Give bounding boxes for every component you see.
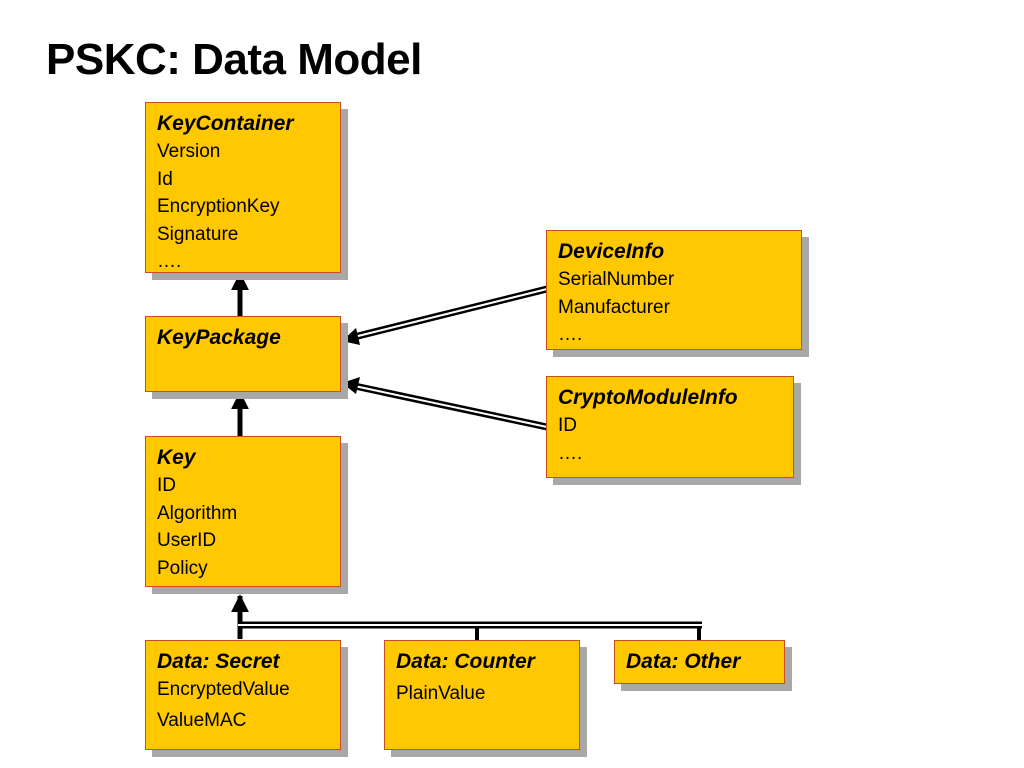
data-other-box: Data: Other bbox=[614, 640, 785, 684]
data-counter-box: Data: Counter PlainValue bbox=[384, 640, 580, 750]
deviceinfo-field-ellipsis: …. bbox=[558, 324, 583, 345]
data-secret-field-encryptedvalue: EncryptedValue bbox=[157, 679, 290, 700]
keycontainer-box: KeyContainer Version Id EncryptionKey Si… bbox=[145, 102, 341, 273]
keycontainer-field-encryptionkey: EncryptionKey bbox=[157, 196, 280, 217]
keycontainer-field-version: Version bbox=[157, 141, 221, 162]
deviceinfo-field-manufacturer: Manufacturer bbox=[558, 296, 670, 318]
deviceinfo-to-keypackage-arrow bbox=[342, 285, 548, 345]
cryptomoduleinfo-field-id: ID bbox=[558, 415, 577, 436]
deviceinfo-field-serialnumber: SerialNumber bbox=[558, 269, 675, 290]
deviceinfo-box: DeviceInfo SerialNumber Manufacturer …. bbox=[546, 230, 802, 350]
page-title: PSKC: Data Model bbox=[46, 35, 422, 84]
keycontainer-field-signature: Signature bbox=[157, 223, 239, 245]
cryptomoduleinfo-to-keypackage-arrow bbox=[342, 377, 548, 431]
keypackage-box: KeyPackage bbox=[145, 316, 341, 392]
keypackage-title: KeyPackage bbox=[157, 326, 281, 349]
key-field-algorithm: Algorithm bbox=[157, 502, 238, 524]
keycontainer-field-ellipsis: …. bbox=[157, 251, 182, 272]
keycontainer-title: KeyContainer bbox=[157, 112, 294, 135]
key-title: Key bbox=[157, 446, 196, 469]
data-other-title: Data: Other bbox=[626, 650, 741, 673]
data-secret-title: Data: Secret bbox=[157, 650, 280, 673]
cryptomoduleinfo-box: CryptoModuleInfo ID …. bbox=[546, 376, 794, 478]
deviceinfo-title: DeviceInfo bbox=[558, 240, 665, 263]
cryptomoduleinfo-field-ellipsis: …. bbox=[558, 442, 583, 464]
data-secret-field-valuemac: ValueMAC bbox=[157, 709, 247, 731]
key-field-policy: Policy bbox=[157, 557, 208, 579]
key-field-userid: UserID bbox=[157, 530, 217, 551]
data-counter-field-plainvalue: PlainValue bbox=[396, 683, 486, 704]
key-field-id: ID bbox=[157, 475, 176, 496]
data-to-key-connector bbox=[231, 594, 702, 640]
key-box: Key ID Algorithm UserID Policy bbox=[145, 436, 341, 587]
data-secret-box: Data: Secret EncryptedValue ValueMAC bbox=[145, 640, 341, 750]
cryptomoduleinfo-title: CryptoModuleInfo bbox=[558, 386, 738, 409]
keycontainer-field-id: Id bbox=[157, 168, 173, 190]
data-counter-title: Data: Counter bbox=[396, 650, 535, 673]
